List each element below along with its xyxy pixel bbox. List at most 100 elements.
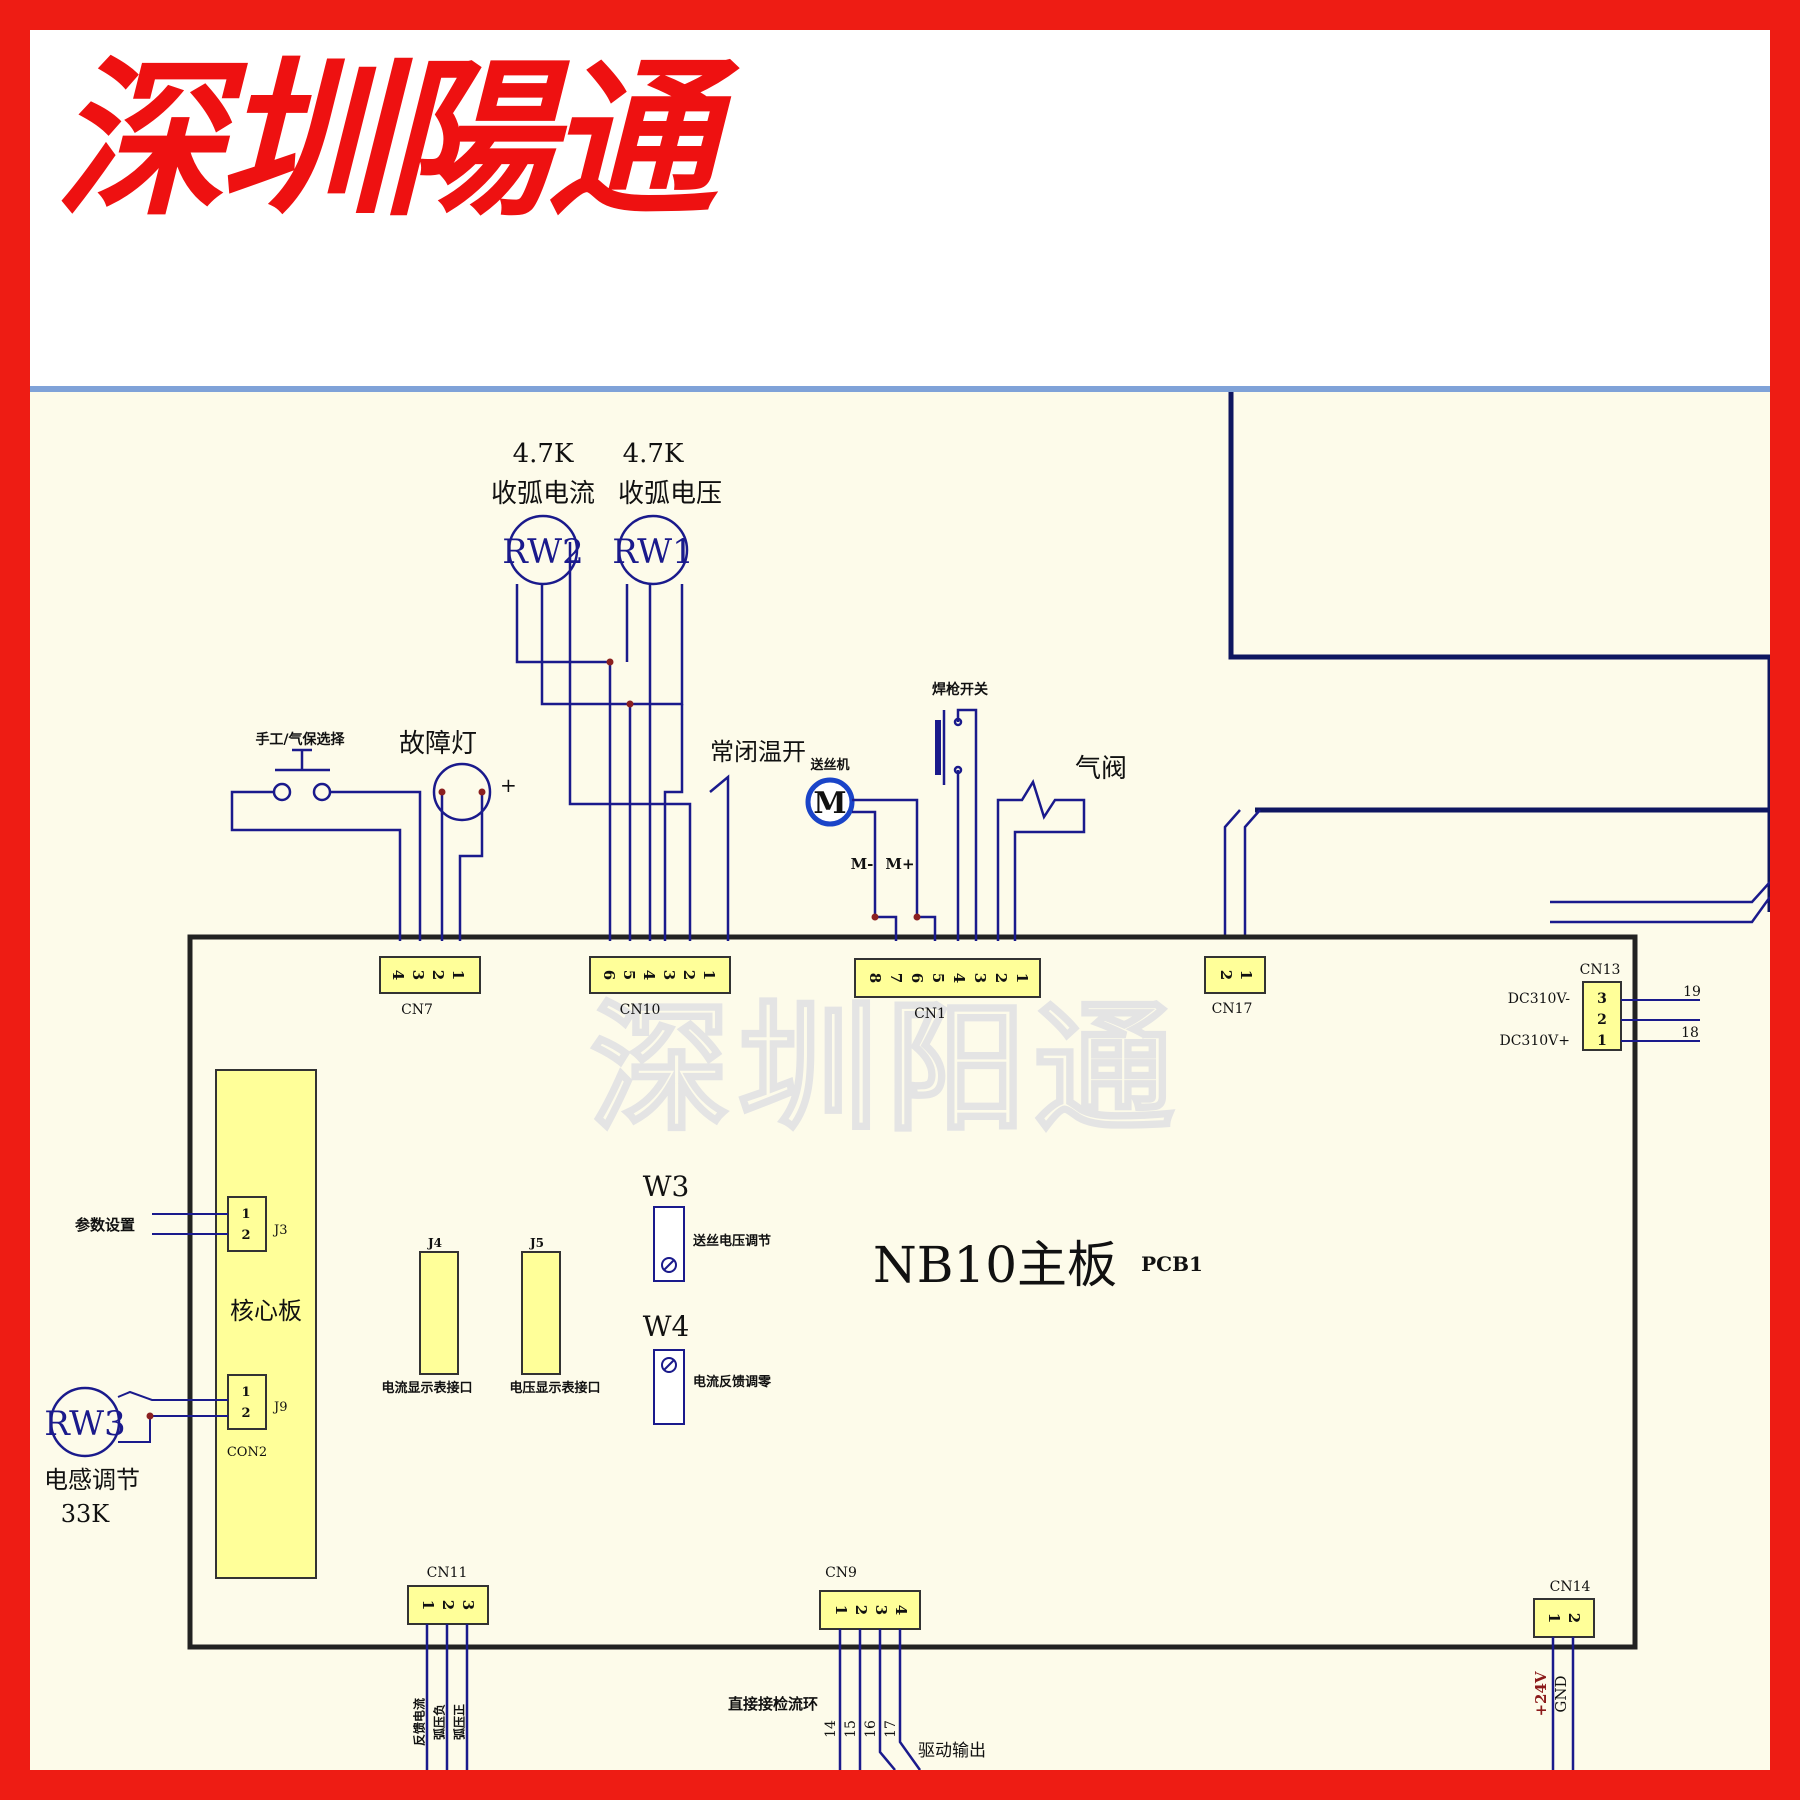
- j9-connector: 1 2 J9 CON2: [227, 1374, 287, 1460]
- cn13-connector: CN13 3 2 1 19 18 DC310V- DC310V+: [1500, 962, 1701, 1051]
- svg-text:J4: J4: [427, 1236, 442, 1250]
- svg-text:2: 2: [241, 1228, 250, 1243]
- svg-text:2: 2: [429, 970, 447, 980]
- cn7-label: CN7: [401, 1002, 433, 1018]
- rw1-value: 4.7K: [623, 439, 684, 469]
- cn14-label: CN14: [1550, 1579, 1591, 1595]
- cn10-label: CN10: [620, 1002, 661, 1018]
- fault-lamp-plus: +: [500, 773, 517, 797]
- core-board: [215, 1069, 317, 1579]
- svg-text:3: 3: [872, 1605, 890, 1615]
- w3-trimmer-icon: [653, 1206, 685, 1282]
- svg-text:4: 4: [640, 970, 658, 980]
- svg-text:GND: GND: [1552, 1675, 1570, 1712]
- svg-text:4: 4: [892, 1605, 910, 1615]
- svg-text:1: 1: [1597, 1033, 1607, 1049]
- svg-text:1: 1: [241, 1385, 250, 1400]
- watermark: 深圳阳通: [590, 987, 1182, 1151]
- svg-text:2: 2: [241, 1406, 250, 1421]
- rw3-potentiometer-icon: RW3: [44, 1386, 126, 1458]
- svg-text:5: 5: [620, 970, 638, 980]
- j3-label: J3: [272, 1223, 287, 1238]
- fault-lamp-label: 故障灯: [399, 729, 477, 759]
- cn9-note-drive-output: 驱动输出: [918, 1741, 986, 1761]
- rw1-label: RW1: [612, 532, 693, 572]
- dc310v-minus-label: DC310V-: [1508, 991, 1570, 1007]
- rw3-name: 电感调节: [44, 1466, 140, 1494]
- svg-text:5: 5: [929, 973, 947, 983]
- svg-text:7: 7: [887, 973, 905, 983]
- cn14-connector: CN14 1 2 +24V GND: [1532, 1579, 1595, 1770]
- svg-text:8: 8: [866, 973, 884, 983]
- nc-thermo-label: 常闭温开: [710, 738, 806, 766]
- svg-text:2: 2: [852, 1605, 870, 1615]
- svg-text:2: 2: [1597, 1012, 1607, 1028]
- w4-label: W4: [643, 1310, 690, 1343]
- select-switch-label: 手工/气保选择: [255, 731, 345, 748]
- w3-description: 送丝电压调节: [692, 1233, 771, 1249]
- svg-text:1: 1: [1013, 973, 1031, 983]
- svg-text:1: 1: [832, 1605, 850, 1615]
- header-divider: [30, 386, 1770, 392]
- svg-text:19: 19: [1683, 984, 1701, 1000]
- cn17-label: CN17: [1212, 1001, 1253, 1017]
- motor-plus-label: M+: [885, 855, 914, 873]
- cn11-label: CN11: [427, 1565, 468, 1581]
- svg-text:2: 2: [992, 973, 1010, 983]
- svg-text:反馈电流: 反馈电流: [412, 1698, 427, 1746]
- header-banner: [30, 30, 1770, 386]
- svg-text:1: 1: [241, 1207, 250, 1222]
- motor-minus-label: M-: [851, 855, 874, 873]
- pcb-label: PCB1: [1141, 1252, 1203, 1276]
- cn7-connector: 4 3 2 1 CN7: [379, 956, 481, 1018]
- cn9-note-sensor: 直接接检流环: [728, 1695, 818, 1713]
- cn13-label: CN13: [1580, 962, 1621, 978]
- w4-description: 电流反馈调零: [693, 1374, 772, 1390]
- j4-description: 电流显示表接口: [381, 1380, 472, 1396]
- svg-text:3: 3: [971, 973, 989, 983]
- svg-text:18: 18: [1681, 1025, 1699, 1041]
- gas-valve-label: 气阀: [1075, 754, 1127, 784]
- svg-text:1: 1: [449, 970, 467, 980]
- rw2-name: 收弧电流: [491, 479, 595, 509]
- dc310v-plus-label: DC310V+: [1500, 1033, 1571, 1049]
- w3-label: W3: [643, 1170, 690, 1203]
- board-title: NB10主板: [873, 1236, 1117, 1294]
- svg-text:1: 1: [1545, 1613, 1563, 1623]
- brand-logo: 深圳陽通: [55, 40, 717, 240]
- svg-text:1: 1: [1237, 970, 1255, 980]
- j5-connector: J5 电压显示表接口: [509, 1236, 600, 1396]
- svg-text:6: 6: [600, 970, 618, 980]
- motor-icon: M: [805, 777, 855, 827]
- w4-trimmer-icon: [653, 1349, 685, 1425]
- svg-text:M: M: [813, 786, 846, 821]
- svg-text:16: 16: [863, 1720, 879, 1738]
- svg-text:3: 3: [660, 970, 678, 980]
- param-setting-label: 参数设置: [75, 1216, 135, 1234]
- svg-text:14: 14: [823, 1720, 839, 1738]
- svg-text:1: 1: [419, 1600, 437, 1610]
- gas-valve-icon: [996, 779, 1086, 941]
- svg-text:2: 2: [1217, 970, 1235, 980]
- svg-text:2: 2: [439, 1600, 457, 1610]
- svg-text:3: 3: [1597, 991, 1607, 1007]
- svg-text:17: 17: [883, 1720, 899, 1738]
- rw3-value: 33K: [61, 1500, 111, 1528]
- cn9-label: CN9: [825, 1565, 857, 1581]
- cn9-connector: CN9 1 2 3 4 14 15 16 17 直接接检流环 驱动输出: [728, 1565, 986, 1770]
- rw1-potentiometer-icon: RW1: [612, 514, 694, 586]
- wire-feeder-label: 送丝机: [809, 757, 849, 773]
- svg-text:3: 3: [459, 1600, 477, 1610]
- svg-text:2: 2: [1565, 1613, 1583, 1623]
- power-bus: [1228, 392, 1770, 912]
- main-board: [187, 934, 1638, 1650]
- rw2-value: 4.7K: [513, 439, 574, 469]
- svg-text:1: 1: [700, 970, 718, 980]
- core-board-label: 核心板: [230, 1297, 302, 1325]
- svg-text:3: 3: [409, 970, 427, 980]
- torch-switch-icon: [935, 708, 978, 941]
- fault-lamp-icon: [432, 762, 492, 941]
- rw3-label: RW3: [44, 1404, 125, 1444]
- j9-label: J9: [272, 1400, 287, 1415]
- j4-connector: J4 电流显示表接口: [381, 1236, 472, 1396]
